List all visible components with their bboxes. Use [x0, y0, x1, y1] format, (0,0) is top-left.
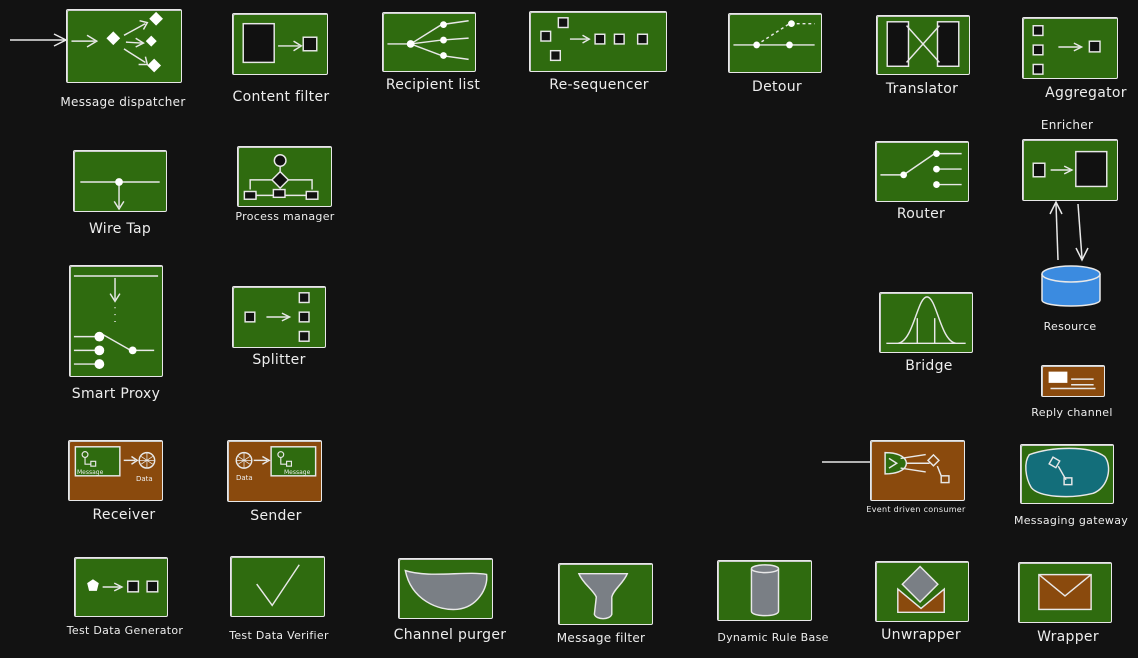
- resource-label: Resource: [1043, 320, 1097, 333]
- message-filter-icon: [558, 563, 653, 625]
- process-manager-icon: [237, 146, 332, 207]
- reply-channel-icon: [1041, 365, 1105, 397]
- reply-channel-label: Reply channel: [1031, 406, 1113, 419]
- test-data-verifier-label: Test Data Verifier: [229, 629, 329, 642]
- detour-icon: [728, 13, 822, 73]
- content-filter-label: Content filter: [232, 89, 330, 105]
- incoming-arrow-icon: [10, 33, 68, 47]
- resource-database-icon: [1041, 265, 1101, 307]
- content-filter-icon: [232, 13, 328, 75]
- test-data-generator-label: Test Data Generator: [66, 624, 184, 637]
- splitter-label: Splitter: [252, 352, 306, 368]
- sender-data-text: Data: [236, 474, 253, 482]
- receiver-data-text: Data: [136, 475, 153, 483]
- enricher-icon: [1022, 139, 1118, 201]
- receiver-label: Receiver: [92, 507, 156, 523]
- aggregator-label: Aggregator: [1045, 85, 1127, 101]
- enricher-resource-arrows-icon: [1049, 200, 1089, 262]
- translator-label: Translator: [885, 81, 959, 97]
- recipient-list-label: Recipient list: [385, 77, 481, 93]
- event-driven-consumer-label: Event driven consumer: [866, 505, 966, 514]
- wire-tap-label: Wire Tap: [88, 221, 152, 237]
- sender-message-text: Message: [284, 469, 311, 476]
- process-manager-label: Process manager: [235, 210, 335, 223]
- message-dispatcher-icon: [66, 9, 182, 83]
- recipient-list-icon: [382, 12, 476, 72]
- test-data-generator-icon: [74, 557, 168, 617]
- sender-label: Sender: [250, 508, 302, 524]
- messaging-gateway-icon: [1020, 444, 1114, 504]
- incoming-arrow-icon: [822, 461, 874, 463]
- sender-icon: Data Message: [227, 440, 322, 502]
- splitter-icon: [232, 286, 326, 348]
- event-driven-consumer-icon: [870, 440, 965, 501]
- detour-label: Detour: [752, 79, 802, 95]
- bridge-icon: [879, 292, 973, 353]
- dynamic-rule-base-icon: [717, 560, 812, 621]
- dynamic-rule-base-label: Dynamic Rule Base: [717, 631, 829, 644]
- receiver-message-text: Message: [77, 469, 104, 476]
- smart-proxy-label: Smart Proxy: [71, 386, 161, 402]
- channel-purger-label: Channel purger: [393, 627, 507, 643]
- wire-tap-icon: [73, 150, 167, 212]
- aggregator-icon: [1022, 17, 1118, 79]
- receiver-icon: Message Data: [68, 440, 163, 501]
- re-sequencer-label: Re-sequencer: [549, 77, 649, 93]
- re-sequencer-icon: [529, 11, 667, 72]
- unwrapper-icon: [875, 561, 969, 622]
- bridge-label: Bridge: [905, 358, 953, 374]
- message-filter-label: Message filter: [556, 631, 646, 645]
- messaging-gateway-label: Messaging gateway: [1013, 514, 1129, 527]
- router-label: Router: [896, 206, 946, 222]
- router-icon: [875, 141, 969, 202]
- wrapper-label: Wrapper: [1037, 629, 1099, 645]
- test-data-verifier-icon: [230, 556, 325, 617]
- translator-icon: [876, 15, 970, 75]
- smart-proxy-icon: [69, 265, 163, 377]
- message-dispatcher-label: Message dispatcher: [60, 95, 186, 109]
- unwrapper-label: Unwrapper: [881, 627, 961, 643]
- channel-purger-icon: [398, 558, 493, 619]
- enricher-label: Enricher: [1040, 118, 1094, 132]
- wrapper-icon: [1018, 562, 1112, 623]
